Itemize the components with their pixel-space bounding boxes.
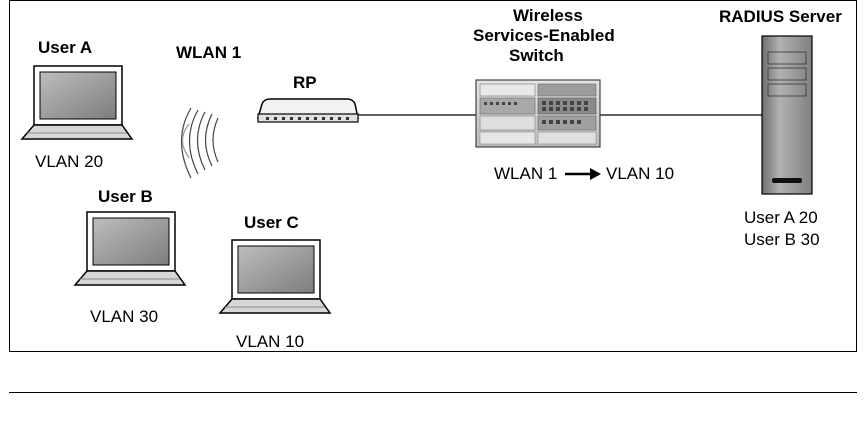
wireless-waves-icon: [181, 107, 219, 179]
user-a-vlan-label: VLAN 20: [35, 152, 104, 171]
user-c-label: User C: [244, 213, 299, 232]
mapping-to-label: VLAN 10: [606, 164, 675, 183]
radius-entry-user-a: User A 20: [744, 208, 818, 227]
rp-label: RP: [293, 73, 317, 92]
wlan-label: WLAN 1: [176, 43, 242, 62]
mapping-arrow-icon: [565, 168, 601, 180]
footer-rule: [9, 392, 857, 393]
radio-port-icon: [257, 98, 359, 123]
laptop-user-c-icon: [218, 239, 332, 314]
mapping-from-label: WLAN 1: [494, 164, 558, 183]
diagram-frame: [9, 0, 857, 352]
user-b-vlan-label: VLAN 30: [90, 307, 159, 326]
radius-server-label: RADIUS Server: [719, 7, 842, 26]
user-a-label: User A: [38, 38, 93, 57]
radius-server-icon: [761, 35, 813, 195]
laptop-user-a-icon: [20, 65, 134, 140]
user-c-vlan-label: VLAN 10: [236, 332, 305, 351]
switch-label-line1: Wireless: [513, 6, 583, 25]
user-b-label: User B: [98, 187, 153, 206]
switch-label-line2: Services-Enabled: [473, 26, 615, 45]
laptop-user-b-icon: [73, 211, 187, 286]
switch-label-line3: Switch: [509, 46, 564, 65]
switch-icon: [475, 79, 601, 148]
radius-entry-user-b: User B 30: [744, 230, 820, 249]
